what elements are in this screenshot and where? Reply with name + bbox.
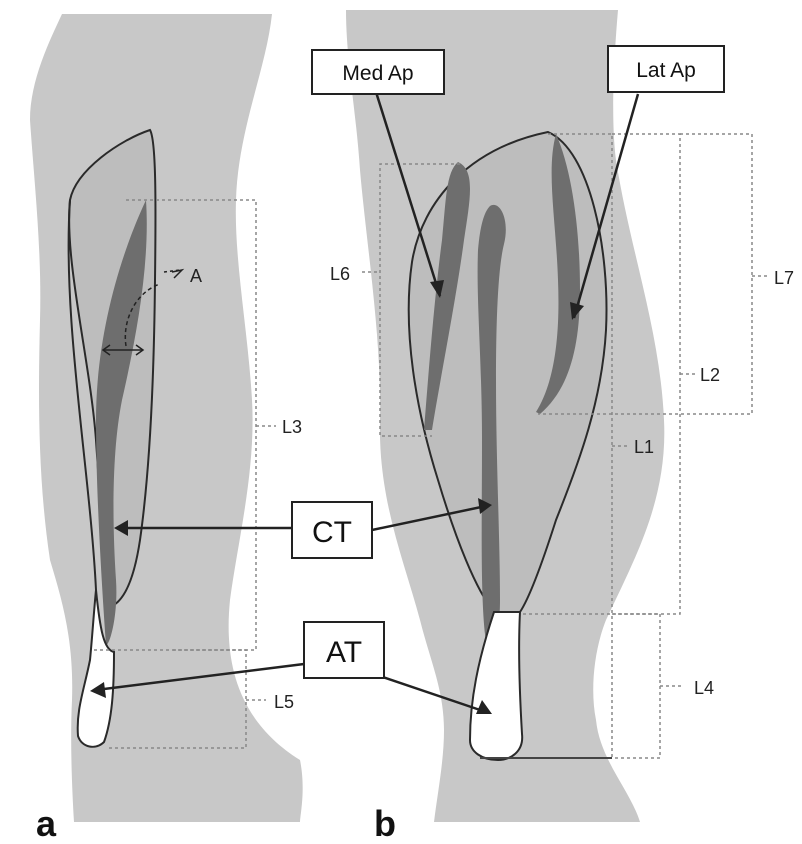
label-l7: L7 [774,268,794,288]
box-med-ap-label: Med Ap [342,62,413,85]
label-l2: L2 [700,365,720,385]
label-l3: L3 [282,417,302,437]
box-lat-ap: Lat Ap [608,46,724,92]
box-med-ap: Med Ap [312,50,444,94]
box-at: AT [304,622,384,678]
leg-silhouette-a [30,14,303,822]
label-l1: L1 [634,437,654,457]
panel-letter-b: b [374,803,396,844]
box-ct-label: CT [312,516,352,549]
label-angle-a: A [190,266,202,286]
label-l4: L4 [694,678,714,698]
label-l6: L6 [330,264,350,284]
panel-a: A L3 L5 [30,14,303,822]
bracket-l4 [612,614,660,758]
box-ct: CT [292,502,372,558]
box-lat-ap-label: Lat Ap [636,59,696,82]
panel-b: L6 L1 L2 L4 L7 [330,10,794,822]
box-at-label: AT [326,636,362,669]
panel-letter-a: a [36,803,57,844]
label-l5: L5 [274,692,294,712]
